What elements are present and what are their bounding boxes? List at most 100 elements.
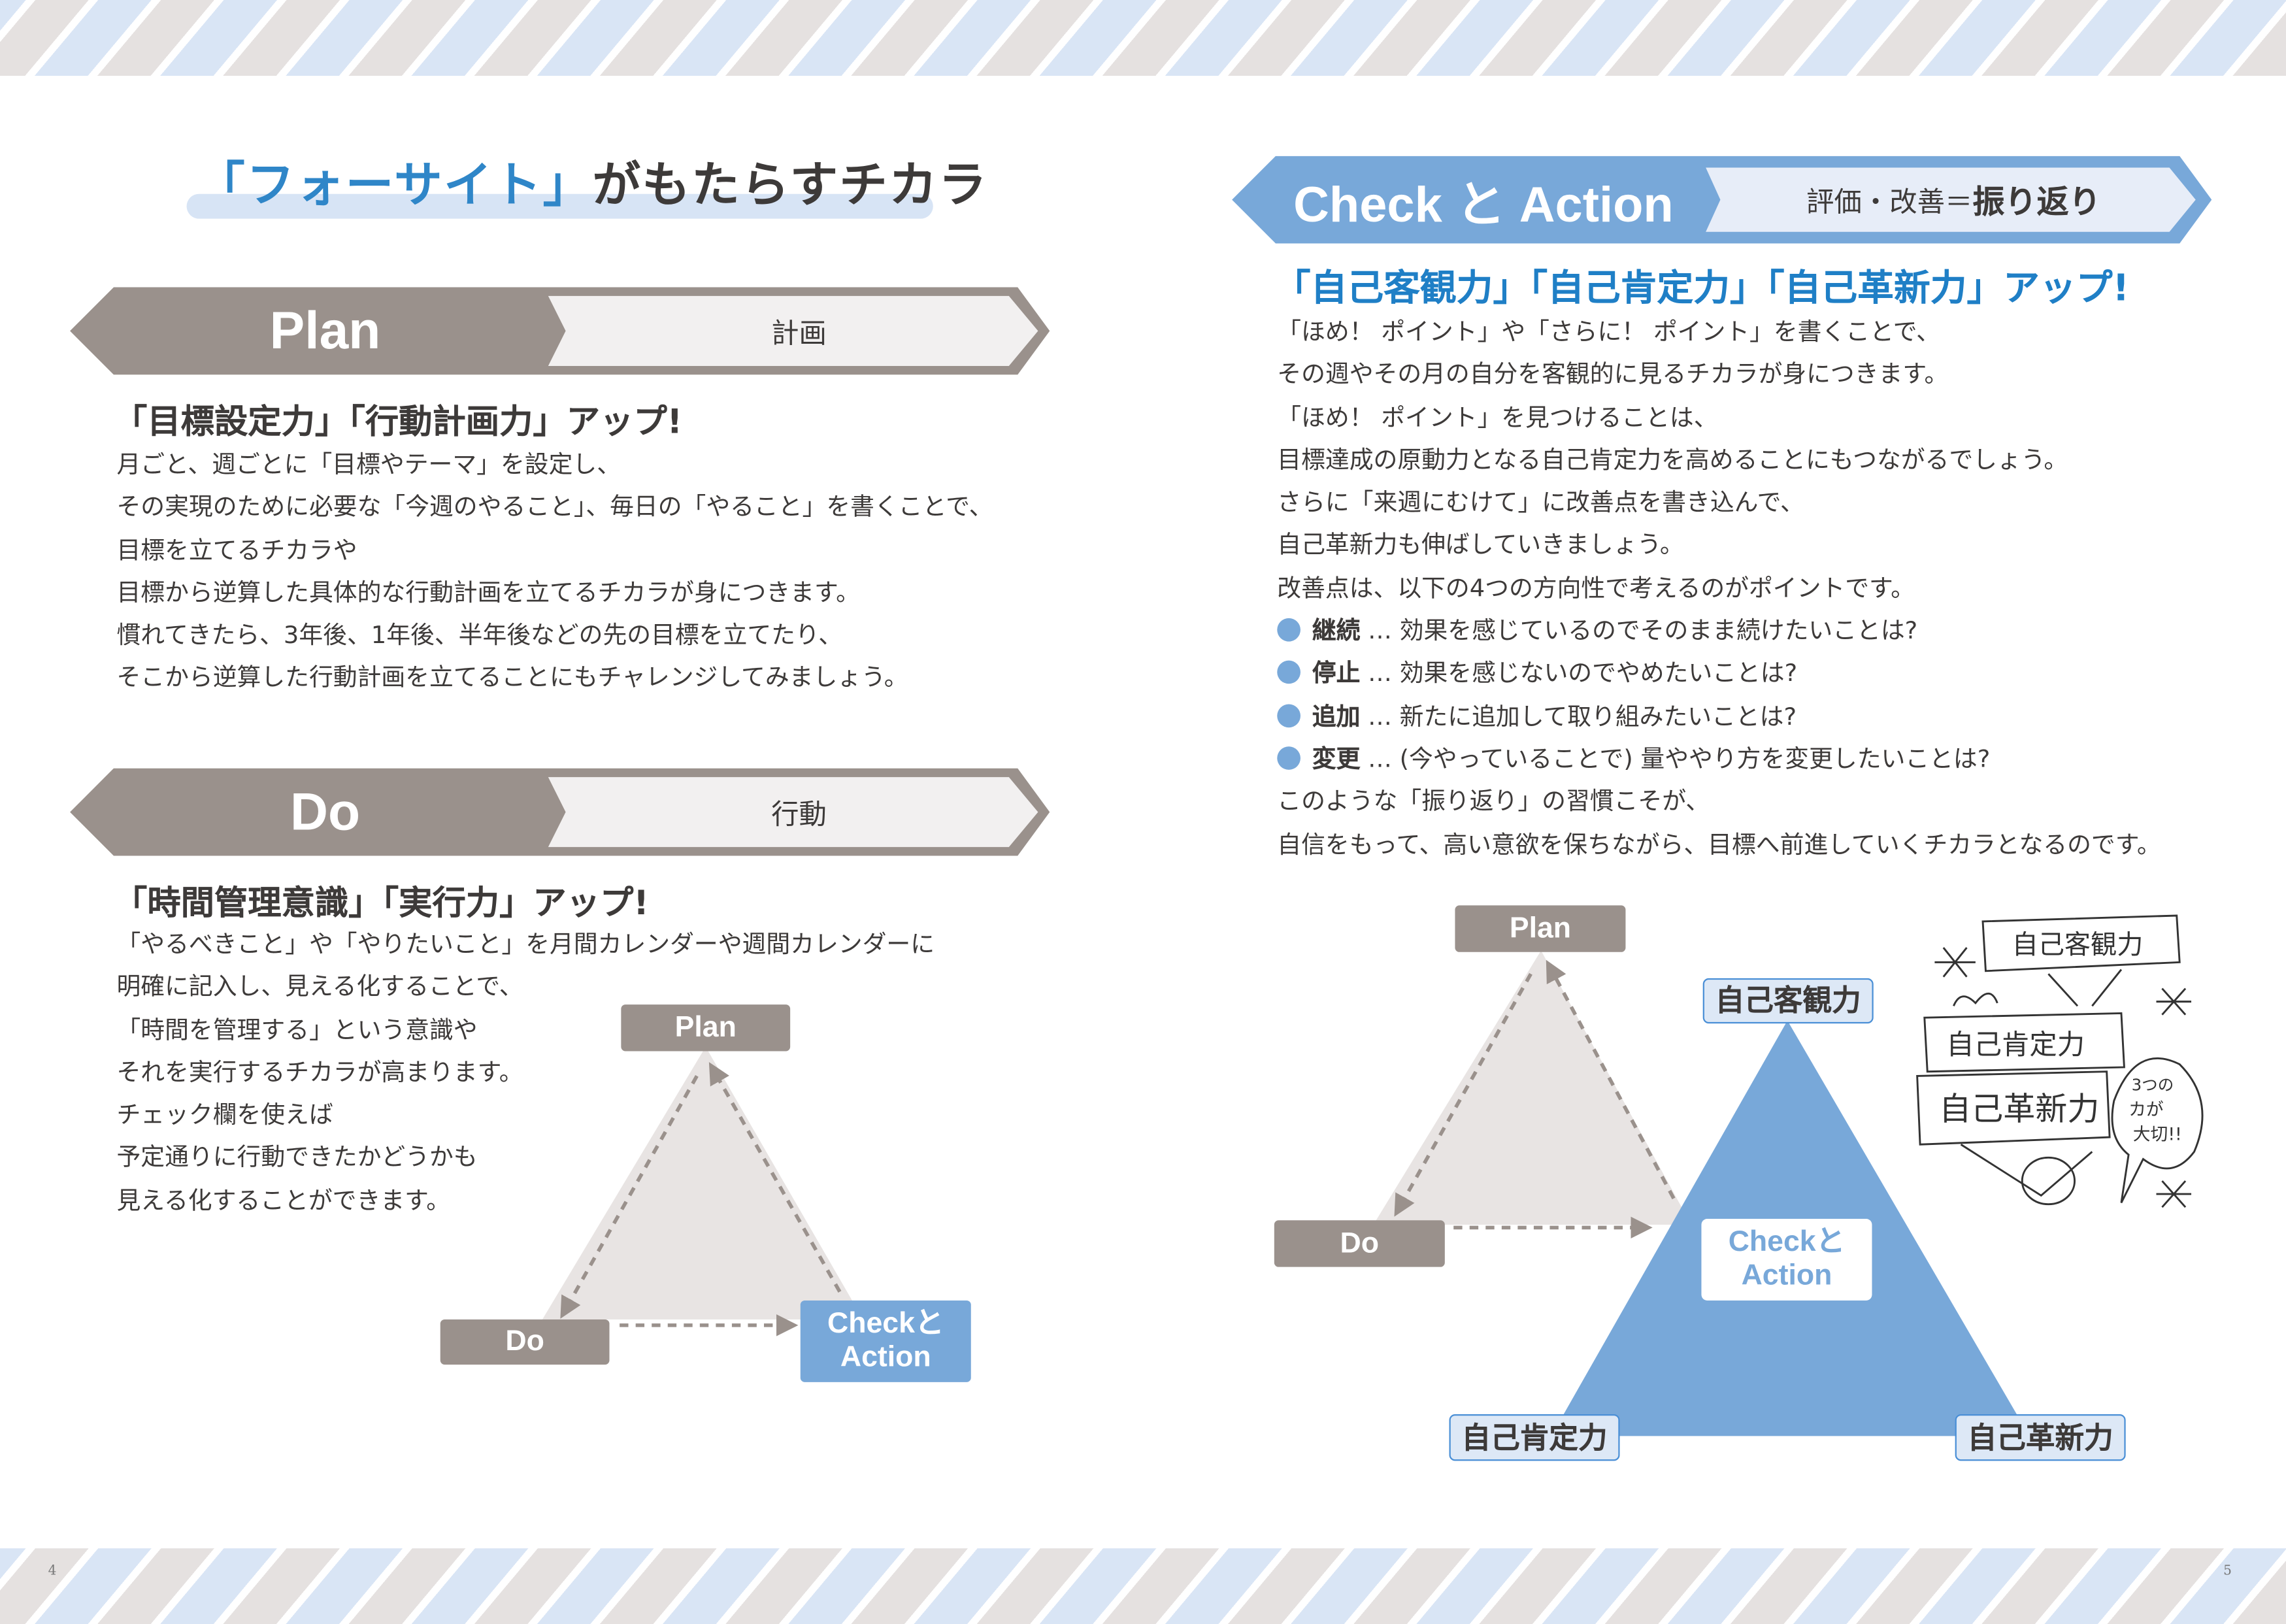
sparkle-icon — [2156, 1180, 2192, 1208]
bullet-term: 変更 — [1312, 744, 1361, 773]
body-line: その週やその月の自分を客観的に見るチカラが身につきます。 — [1277, 360, 1949, 389]
speech-bubble — [2111, 1057, 2204, 1204]
body-line: 予定通りに行動できたかどうかも — [116, 1144, 478, 1172]
bubble-text: 大切!! — [2133, 1125, 2182, 1145]
bullet-text: … 効果を感じているのでそのまま続けたいことは? — [1360, 616, 1918, 645]
body-line: そこから逆算した行動計画を立てることにもチャレンジしてみましょう。 — [116, 664, 908, 692]
subtitle-light: 評価・改善＝ — [1806, 186, 1973, 218]
page-number-left: 4 — [48, 1564, 57, 1580]
action-label: Action — [1741, 1259, 1832, 1292]
bottom-stripe-border — [0, 1548, 2286, 1624]
arrow-plan-to-do — [1394, 972, 1532, 1217]
do-banner-subtitle: 行動 — [771, 798, 827, 831]
arrow-plan-to-do — [560, 1075, 699, 1319]
bullet-item: 変更 … (今やっていることで) 量ややり方を変更したいことは? — [1277, 738, 2161, 780]
sparkle-icon — [2156, 987, 2192, 1016]
bullet-item: 継続 … 効果を感じているのでそのまま続けたいことは? — [1277, 610, 2161, 652]
arrow-check-to-plan — [708, 1062, 842, 1293]
label-self-innovation: 自己革新力 — [1955, 1414, 2126, 1461]
sign-3 — [1916, 1070, 2111, 1146]
arrow-check-to-plan — [1546, 959, 1676, 1200]
plan-banner-shape — [70, 287, 1050, 375]
sign-2 — [1923, 1012, 2125, 1073]
check-action-banner-subtitle: 評価・改善＝振り返り — [1706, 156, 2202, 244]
body-line: 「ほめ！ ポイント」を見つけることは、 — [1277, 403, 1718, 431]
plan-banner: Plan 計画 — [70, 287, 1050, 375]
body-line: 「ほめ！ ポイント」や「さらに！ ポイント」を書くことで、 — [1277, 318, 1940, 346]
bullet-text: … (今やっていることで) 量ややり方を変更したいことは? — [1360, 744, 1991, 773]
sign-1 — [1981, 914, 2181, 972]
check-action-banner-shape — [1232, 156, 2212, 244]
bullet-term: 継続 — [1312, 616, 1361, 645]
small-check-action-box: Checkと Action — [800, 1300, 971, 1382]
dog-face — [2021, 1156, 2076, 1206]
check-action-heading: 「自己客観力」「自己肯定力」「自己革新力」アップ! — [1274, 267, 2130, 309]
body-line: このような「振り返り」の習慣こそが、 — [1277, 787, 1710, 816]
check-action-banner: Check と Action 評価・改善＝振り返り — [1232, 156, 2212, 244]
bullet-text: … 新たに追加して取り組みたいことは? — [1360, 702, 1797, 730]
big-plan-box: Plan — [1455, 905, 1626, 952]
title-highlight-text: 「フォーサイト」 — [197, 156, 593, 213]
sign-3-text: 自己革新力 — [1939, 1089, 2099, 1127]
body-line: 明確に記入し、見える化することで、 — [116, 972, 523, 1001]
body-line: 月ごと、週ごとに「目標やテーマ」を設定し、 — [116, 450, 621, 478]
body-line: チェック欄を使えば — [116, 1101, 333, 1129]
bubble-text: 3つの — [2132, 1076, 2174, 1095]
plan-body: 月ごと、週ごとに「目標やテーマ」を設定し、 その実現のために必要な「今週のやるこ… — [116, 443, 993, 699]
small-do-box: Do — [440, 1319, 610, 1365]
check-label: Checkと — [1728, 1226, 1846, 1259]
body-line: さらに「来週にむけて」に改善点を書き込んで、 — [1277, 488, 1804, 517]
title-highlight — [186, 193, 933, 219]
do-body: 「やるべきこと」や「やりたいこと」を月間カレンダーや週間カレンダーに 明確に記入… — [116, 923, 935, 1222]
body-line: 「時間を管理する」という意識や — [116, 1016, 478, 1044]
bullet-term: 停止 — [1312, 659, 1361, 688]
bullet-item: 追加 … 新たに追加して取り組みたいことは? — [1277, 695, 2161, 737]
body-line: 改善点は、以下の4つの方向性で考えるのがポイントです。 — [1277, 574, 1915, 602]
bullet-item: 停止 … 効果を感じないのでやめたいことは? — [1277, 652, 2161, 695]
sign-2-text: 自己肯定力 — [1946, 1029, 2085, 1061]
body-line: 「やるべきこと」や「やりたいこと」を月間カレンダーや週間カレンダーに — [116, 930, 935, 958]
plan-heading: 「目標設定力」「行動計画力」アップ! — [114, 403, 683, 442]
page-title: 「フォーサイト」がもたらすチカラ — [197, 146, 988, 216]
check-action-body: 「ほめ！ ポイント」や「さらに！ ポイント」を書くことで、 その週やその月の自分… — [1277, 310, 2161, 866]
body-line: 自信をもって、高い意欲を保ちながら、目標へ前進していくチカラとなるのです。 — [1277, 830, 2161, 859]
page-number-right: 5 — [2223, 1564, 2232, 1580]
bullet-dot-icon — [1277, 618, 1300, 642]
bullet-dot-icon — [1277, 703, 1300, 727]
bullet-term: 追加 — [1312, 702, 1361, 730]
body-line: 目標達成の原動力となる自己肯定力を高めることにもつながるでしょう。 — [1277, 446, 2068, 474]
cycle-triangle — [542, 1046, 863, 1319]
title-rest-text: がもたらすチカラ — [592, 156, 988, 213]
plan-banner-title: Plan — [269, 300, 381, 361]
plan-banner-subtitle: 計画 — [771, 317, 827, 350]
body-line: その実現のために必要な「今週のやること」、毎日の「やること」を書くことで、 — [116, 493, 993, 522]
label-self-affirmation: 自己肯定力 — [1449, 1414, 1620, 1461]
do-banner: Do 行動 — [70, 768, 1050, 856]
body-line: それを実行するチカラが高まります。 — [116, 1058, 523, 1086]
label-self-objectivity: 自己客観力 — [1702, 978, 1874, 1024]
subtitle-bold: 振り返り — [1972, 185, 2101, 222]
bullet-dot-icon — [1277, 746, 1300, 770]
small-plan-box: Plan — [621, 1004, 791, 1052]
do-heading: 「時間管理意識」「実行力」アップ! — [114, 885, 649, 923]
top-stripe-border — [0, 0, 2286, 76]
sparkle-icon — [1934, 947, 1976, 978]
body-line: 目標を立てるチカラや — [116, 536, 357, 564]
action-label: Action — [840, 1341, 931, 1374]
do-banner-shape — [70, 768, 1050, 856]
bubble-text: カが — [2129, 1100, 2164, 1120]
body-line: 慣れてきたら、3年後、1年後、半年後などの先の目標を立てたり、 — [116, 621, 843, 650]
bullet-text: … 効果を感じないのでやめたいことは? — [1360, 659, 1798, 688]
cycle-triangle — [1373, 950, 1691, 1225]
big-check-action-box: Checkと Action — [1701, 1219, 1872, 1301]
sign-1-text: 自己客観力 — [2012, 930, 2144, 960]
bullet-dot-icon — [1277, 661, 1300, 685]
check-action-banner-title: Check と Action — [1293, 177, 1674, 233]
do-banner-title: Do — [290, 781, 361, 842]
body-line: 見える化することができます。 — [116, 1186, 451, 1214]
check-label: Checkと — [827, 1308, 944, 1340]
body-line: 目標から逆算した具体的な行動計画を立てるチカラが身につきます。 — [116, 578, 860, 606]
